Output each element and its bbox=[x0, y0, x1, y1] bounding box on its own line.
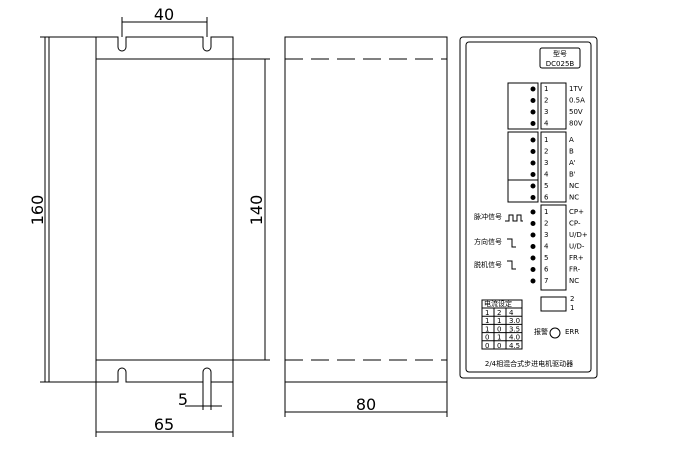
terminal-dot bbox=[530, 232, 536, 238]
signal-pin: 6 bbox=[544, 266, 549, 274]
signal-label: CP- bbox=[569, 220, 581, 228]
front-view: 80 bbox=[284, 36, 448, 417]
offline-signal-label: 脱机信号 bbox=[474, 260, 502, 269]
dim-140: 140 bbox=[247, 195, 266, 226]
motor-label: NC bbox=[569, 194, 579, 202]
pulse-signal-label: 脉冲信号 bbox=[474, 212, 502, 221]
motor-label: B bbox=[569, 148, 574, 156]
terminal-dot bbox=[530, 109, 536, 115]
dim-5: 5 bbox=[178, 390, 188, 409]
table-cell: 4.5 bbox=[509, 342, 520, 350]
power-pin: 1 bbox=[544, 85, 548, 93]
table-cell: 0 bbox=[485, 342, 489, 350]
motor-pin: 2 bbox=[544, 148, 548, 156]
motor-pin: 6 bbox=[544, 194, 549, 202]
terminal-dot bbox=[530, 278, 536, 284]
power-label: 50V bbox=[569, 108, 583, 116]
terminal-dot bbox=[530, 137, 536, 143]
signal-pin: 5 bbox=[544, 254, 548, 262]
motor-label: A' bbox=[569, 159, 576, 167]
terminal-dot bbox=[530, 86, 536, 92]
terminal-dot bbox=[530, 183, 536, 189]
signal-label: U/D+ bbox=[569, 231, 588, 239]
table-cell: 4 bbox=[509, 309, 514, 317]
table-cell: 1 bbox=[497, 317, 501, 325]
table-cell: 4.0 bbox=[509, 334, 520, 342]
side-view: 40 160 140 5 65 bbox=[28, 5, 270, 437]
terminal-dot bbox=[530, 255, 536, 261]
signal-pin: 7 bbox=[544, 277, 548, 285]
dim-40: 40 bbox=[154, 5, 174, 24]
power-pin: 3 bbox=[544, 108, 548, 116]
dim-80: 80 bbox=[356, 395, 376, 414]
motor-pin: 3 bbox=[544, 159, 548, 167]
terminal-dot bbox=[530, 160, 536, 166]
power-label: 80V bbox=[569, 120, 583, 128]
signal-label: CP+ bbox=[569, 208, 584, 216]
signal-label: U/D- bbox=[569, 243, 585, 251]
table-cell: 3.0 bbox=[509, 317, 520, 325]
terminal-dot bbox=[530, 267, 536, 272]
table-title: 电流设定 bbox=[484, 299, 512, 308]
signal-pin: 1 bbox=[544, 208, 548, 216]
power-pin: 2 bbox=[544, 97, 548, 105]
table-cell: 3.5 bbox=[509, 325, 520, 333]
model-label: 型号 bbox=[553, 49, 567, 58]
terminal-dot bbox=[530, 195, 536, 200]
alarm-led bbox=[549, 327, 561, 339]
panel-footer: 2/4相混合式步进电机驱动器 bbox=[485, 359, 573, 368]
power-label: 1TV bbox=[569, 85, 583, 93]
signal-label: FR+ bbox=[569, 254, 584, 262]
terminal-dot bbox=[530, 209, 536, 215]
motor-label: A bbox=[569, 136, 574, 144]
switch-pin-1: 1 bbox=[570, 304, 574, 312]
motor-pin: 5 bbox=[544, 182, 548, 190]
terminal-dot bbox=[530, 98, 536, 103]
motor-label: NC bbox=[569, 182, 579, 190]
table-cell: 1 bbox=[497, 334, 501, 342]
terminal-dot bbox=[530, 244, 536, 249]
terminal-dot bbox=[530, 172, 536, 177]
motor-label: B' bbox=[569, 171, 576, 179]
err-label: ERR bbox=[565, 328, 579, 336]
terminal-dot bbox=[530, 121, 536, 126]
table-cell: 0 bbox=[485, 334, 489, 342]
switch-pin-2: 2 bbox=[570, 295, 574, 303]
direction-signal-label: 方向信号 bbox=[474, 237, 502, 246]
table-cell: 1 bbox=[485, 309, 489, 317]
terminal-dot bbox=[530, 149, 536, 154]
power-label: 0.5A bbox=[569, 97, 585, 105]
table-cell: 2 bbox=[497, 309, 501, 317]
table-cell: 1 bbox=[485, 325, 489, 333]
model-number: DC025B bbox=[546, 60, 575, 68]
signal-pin: 4 bbox=[544, 243, 549, 251]
signal-pin: 2 bbox=[544, 220, 548, 228]
table-cell: 0 bbox=[497, 342, 501, 350]
signal-label: NC bbox=[569, 277, 579, 285]
terminal-dot bbox=[530, 221, 536, 226]
motor-pin: 1 bbox=[544, 136, 548, 144]
table-cell: 0 bbox=[497, 325, 501, 333]
signal-label: FR- bbox=[569, 266, 581, 274]
dim-160: 160 bbox=[28, 195, 47, 226]
alarm-label: 报警 bbox=[534, 327, 548, 336]
signal-pin: 3 bbox=[544, 231, 548, 239]
table-cell: 1 bbox=[485, 317, 489, 325]
dim-65: 65 bbox=[154, 415, 174, 434]
motor-pin: 4 bbox=[544, 171, 549, 179]
power-pin: 4 bbox=[544, 120, 549, 128]
